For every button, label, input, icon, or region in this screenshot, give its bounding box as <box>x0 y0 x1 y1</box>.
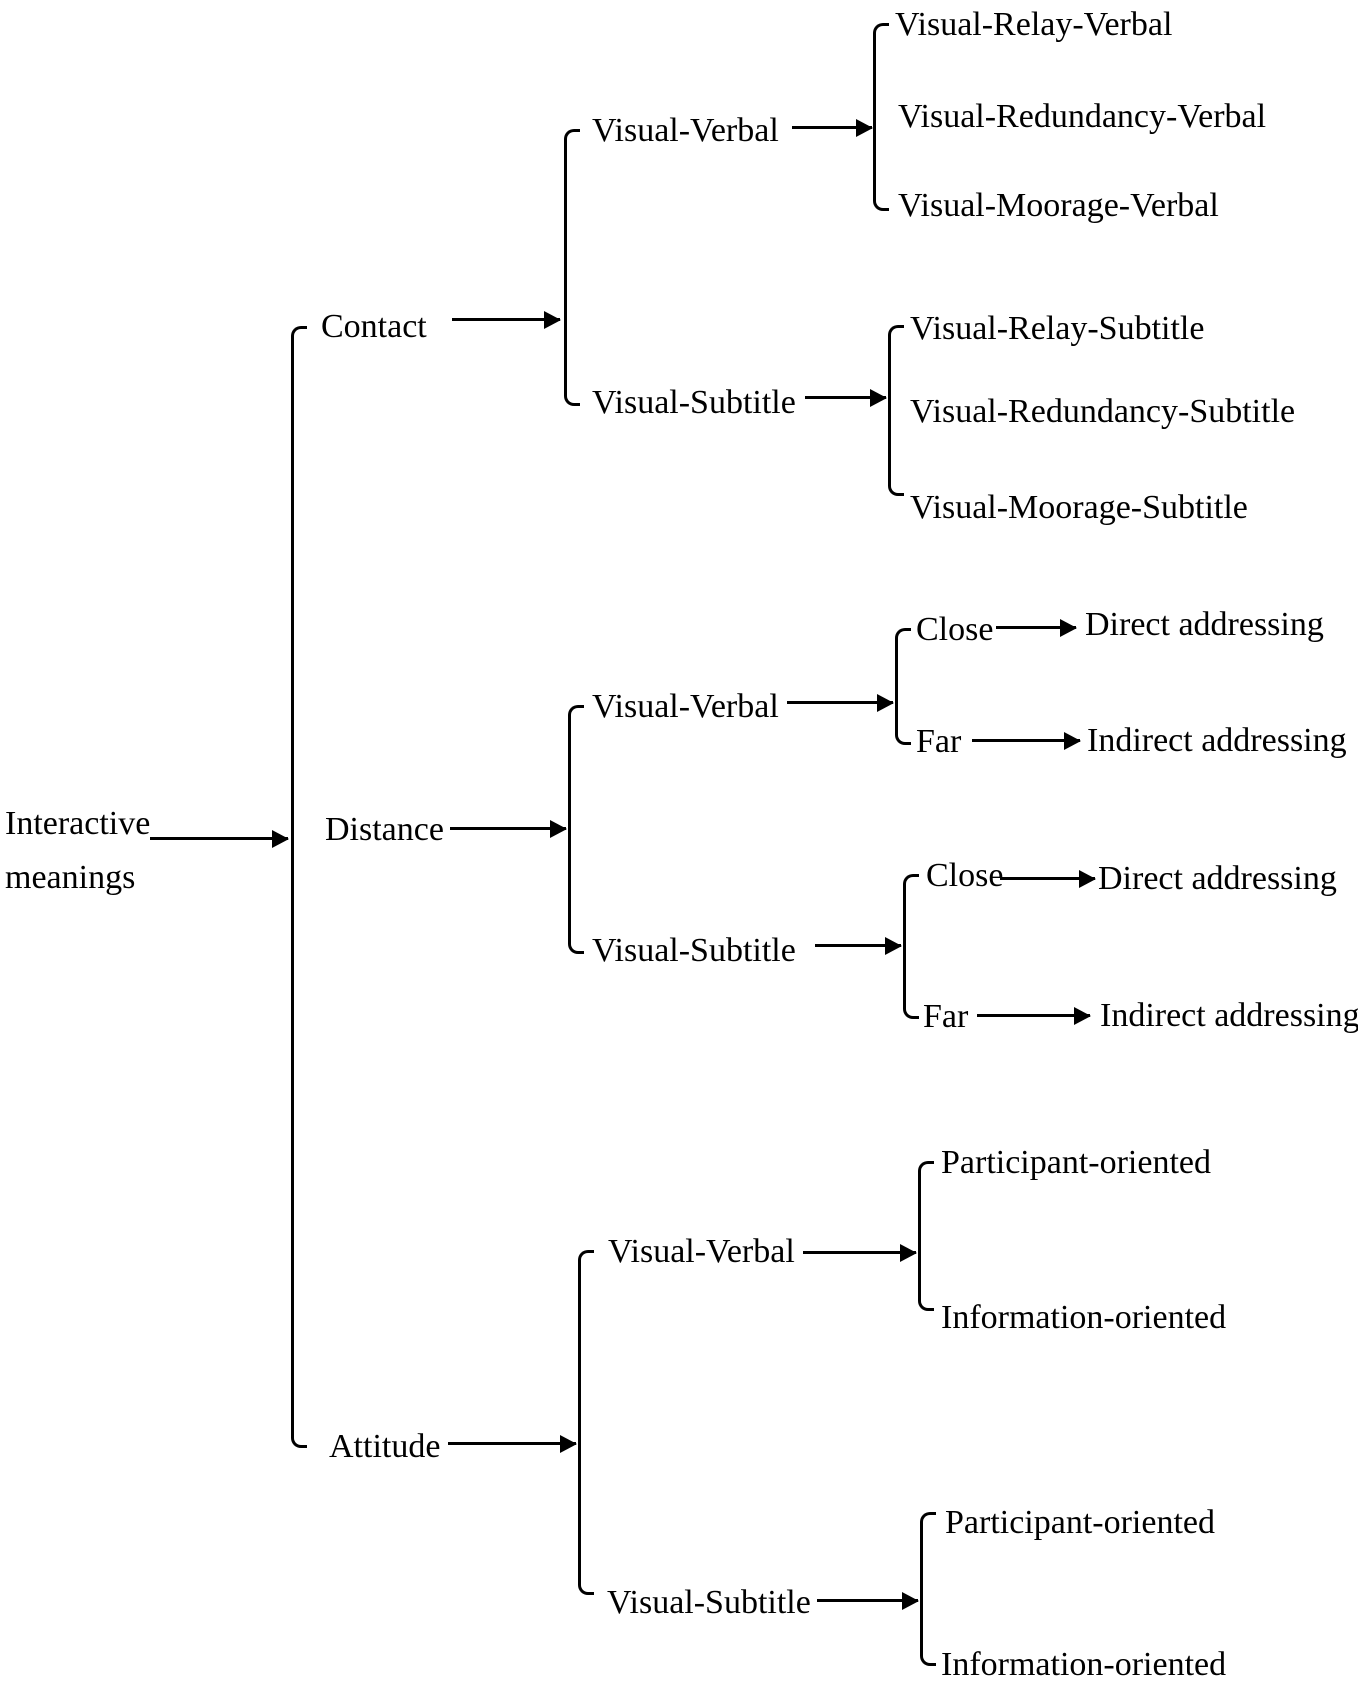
node-distance-visual-verbal: Visual-Verbal <box>592 688 779 725</box>
arrow-distance-visual-verbal <box>787 701 893 704</box>
bracket-contact-vv-children <box>873 23 889 211</box>
arrow-attitude-visual-subtitle <box>817 1599 918 1602</box>
bracket-distance-vs-children <box>903 874 919 1019</box>
node-attitude-vs-participant-oriented: Participant-oriented <box>945 1504 1216 1541</box>
bracket-main <box>291 326 307 1448</box>
arrow-distance-vv-close <box>996 626 1076 629</box>
node-visual-relay-subtitle: Visual-Relay-Subtitle <box>910 310 1205 347</box>
bracket-distance-children <box>568 705 584 954</box>
node-visual-redundancy-verbal: Visual-Redundancy-Verbal <box>898 98 1267 135</box>
node-distance-vs-direct-addressing: Direct addressing <box>1098 860 1337 897</box>
arrow-distance-visual-subtitle <box>815 944 901 947</box>
node-visual-redundancy-subtitle: Visual-Redundancy-Subtitle <box>910 393 1296 430</box>
node-distance: Distance <box>325 811 444 848</box>
arrow-distance <box>450 827 566 830</box>
node-contact: Contact <box>321 308 427 345</box>
bracket-distance-vv-children <box>895 628 911 745</box>
node-visual-moorage-verbal: Visual-Moorage-Verbal <box>898 187 1219 224</box>
arrow-contact <box>452 318 560 321</box>
bracket-attitude-children <box>578 1250 594 1595</box>
arrow-attitude <box>448 1442 576 1445</box>
node-distance-vv-close: Close <box>916 611 994 648</box>
arrow-contact-visual-verbal <box>792 126 872 129</box>
bracket-attitude-vv-children <box>918 1161 934 1311</box>
node-contact-visual-subtitle: Visual-Subtitle <box>592 384 796 421</box>
node-distance-visual-subtitle: Visual-Subtitle <box>592 932 796 969</box>
bracket-contact-children <box>564 129 580 406</box>
arrow-attitude-visual-verbal <box>803 1251 916 1254</box>
bracket-attitude-vs-children <box>920 1512 936 1666</box>
node-attitude-visual-verbal: Visual-Verbal <box>608 1233 795 1270</box>
bracket-contact-vs-children <box>888 325 904 496</box>
node-distance-vv-far: Far <box>916 723 962 760</box>
node-attitude-vs-information-oriented: Information-oriented <box>941 1646 1227 1683</box>
arrow-distance-vv-far <box>972 739 1080 742</box>
node-distance-vs-close: Close <box>926 857 1004 894</box>
node-visual-relay-verbal: Visual-Relay-Verbal <box>895 6 1173 43</box>
node-attitude: Attitude <box>329 1428 441 1465</box>
arrow-root <box>150 837 288 840</box>
arrow-distance-vs-close <box>1000 877 1095 880</box>
node-attitude-visual-subtitle: Visual-Subtitle <box>607 1584 811 1621</box>
node-distance-vs-far: Far <box>923 998 969 1035</box>
node-root-line2: meanings <box>5 859 136 896</box>
arrow-distance-vs-far <box>977 1014 1090 1017</box>
node-attitude-vv-information-oriented: Information-oriented <box>941 1299 1227 1336</box>
node-attitude-vv-participant-oriented: Participant-oriented <box>941 1144 1212 1181</box>
node-root-line1: Interactive <box>5 805 151 842</box>
node-distance-vv-direct-addressing: Direct addressing <box>1085 606 1324 643</box>
node-distance-vs-indirect-addressing: Indirect addressing <box>1100 997 1358 1034</box>
arrow-contact-visual-subtitle <box>805 396 886 399</box>
node-distance-vv-indirect-addressing: Indirect addressing <box>1087 722 1347 759</box>
node-visual-moorage-subtitle: Visual-Moorage-Subtitle <box>910 489 1248 526</box>
node-contact-visual-verbal: Visual-Verbal <box>592 112 779 149</box>
